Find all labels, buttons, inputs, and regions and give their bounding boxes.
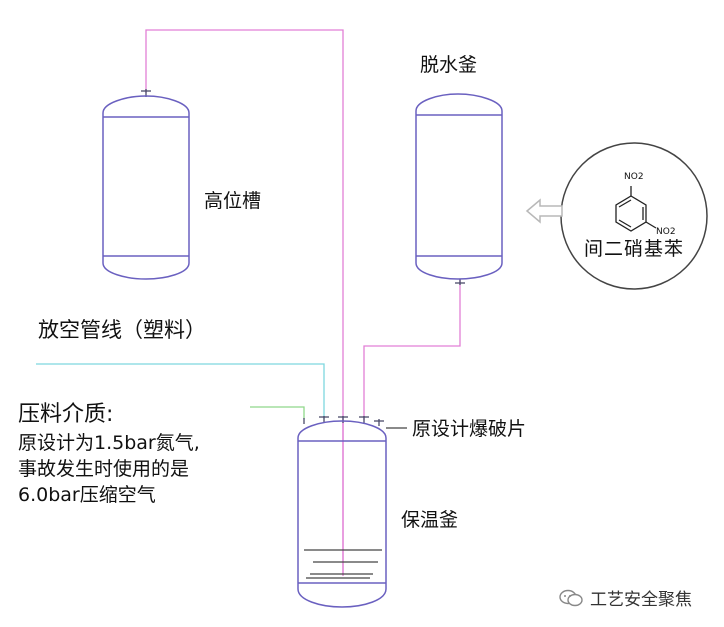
watermark: 工艺安全聚焦 xyxy=(558,585,692,610)
benzene-ring-icon xyxy=(615,186,657,232)
pink-line-high-tank-feed xyxy=(145,29,344,575)
dehydration-kettle-vessel xyxy=(415,93,503,280)
insulation-kettle-vessel xyxy=(297,420,387,608)
wechat-icon xyxy=(559,589,583,606)
vent-line-label: 放空管线（塑料） xyxy=(38,318,206,342)
watermark-text: 工艺安全聚焦 xyxy=(590,590,692,610)
no2-bottom-label: NO2 xyxy=(656,227,676,237)
pink-line-dehydration-transfer xyxy=(363,279,461,420)
feed-arrow-icon xyxy=(525,198,563,224)
high-tank-vessel xyxy=(102,95,190,280)
no2-top-label: NO2 xyxy=(624,172,644,182)
press-medium-line-2: 事故发生时使用的是 xyxy=(18,458,190,480)
insulation-kettle-label: 保温釜 xyxy=(401,509,459,531)
liquid-level-marks xyxy=(304,549,382,579)
cyan-vent-line xyxy=(36,363,325,419)
press-medium-line-1: 原设计为1.5bar氮气, xyxy=(18,432,200,454)
nozzle-group xyxy=(141,89,465,426)
high-tank-label: 高位槽 xyxy=(204,190,262,212)
green-pressurize-line xyxy=(250,406,305,419)
chemical-circle xyxy=(560,142,708,290)
burst-disc-label: 原设计爆破片 xyxy=(412,418,527,440)
press-medium-line-3: 6.0bar压缩空气 xyxy=(18,484,156,506)
press-medium-title: 压料介质: xyxy=(18,402,114,427)
dehydration-kettle-label: 脱水釜 xyxy=(420,54,478,76)
chemical-name-label: 间二硝基苯 xyxy=(584,238,685,260)
